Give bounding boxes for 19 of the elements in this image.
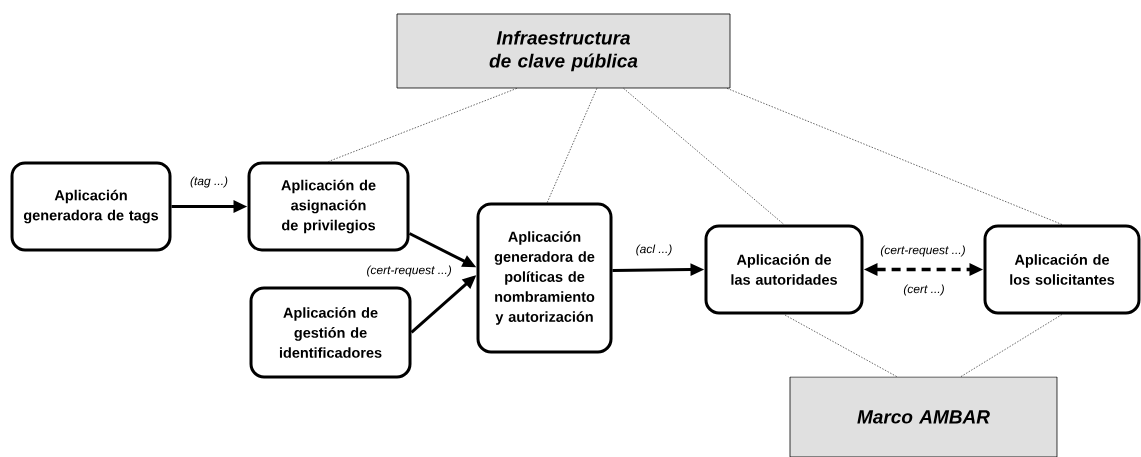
edge-label: (cert-request ...)	[879, 244, 967, 258]
edge-label: (tag ...)	[189, 175, 229, 189]
connector-line	[546, 88, 598, 203]
connector-line	[783, 314, 897, 377]
framework-box: Marco AMBAR	[789, 376, 1058, 457]
connector-line	[726, 88, 1063, 225]
application-box: Aplicación de gestión de identificadores	[249, 286, 412, 379]
connector-line	[328, 88, 518, 162]
application-box: Aplicación de las autoridades	[704, 224, 864, 315]
application-box: Aplicación de asignación de privilegios	[247, 161, 410, 252]
edge-label: (acl ...)	[634, 243, 674, 257]
annotation-label: (cert ...)	[902, 283, 946, 297]
application-box: Aplicación generadora de tags	[10, 161, 172, 252]
edge-label: (cert-request ...)	[365, 264, 453, 278]
connector-line	[623, 88, 785, 225]
connector-line	[960, 314, 1063, 377]
framework-box: Infraestructura de clave pública	[396, 13, 731, 89]
application-box: Aplicación de los solicitantes	[983, 224, 1141, 315]
application-box: Aplicación generadora de políticas de nombramiento y autorización	[476, 202, 613, 354]
